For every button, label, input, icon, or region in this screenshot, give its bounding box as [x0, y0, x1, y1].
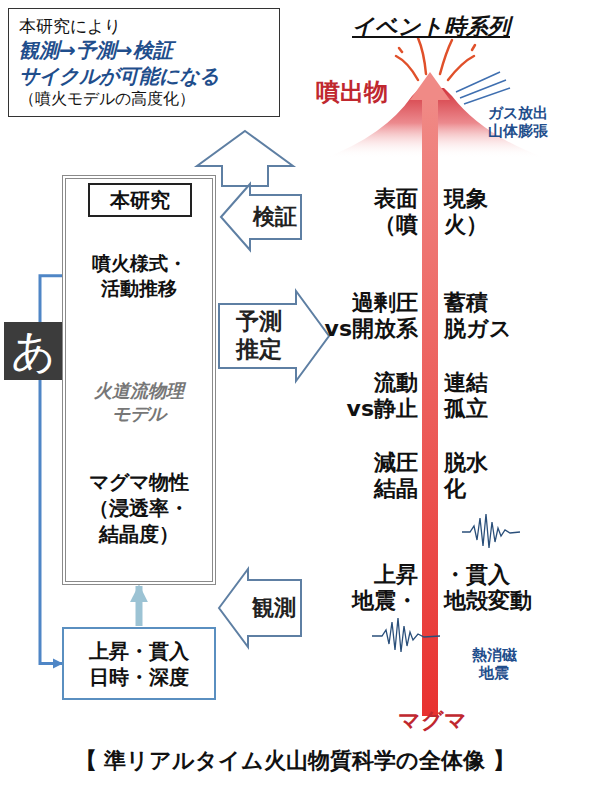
- arrow-outline: [221, 184, 301, 250]
- magma-arrow-head: [410, 72, 450, 100]
- intrusion-box: 上昇・貫入 日時・深度: [62, 627, 216, 700]
- eruption-style-text: 噴火様式・ 活動推移: [66, 251, 212, 300]
- stage-right: 蓄積 脱ガス: [444, 290, 516, 343]
- magma-property-text: マグマ物性 （浸透率・ 結晶度）: [66, 469, 212, 547]
- predict-arrow: 予測 推定: [218, 290, 330, 382]
- node-text: 上昇・貫入 日時・深度: [69, 638, 209, 690]
- conduit-model-text: 火道流物理 モデル: [74, 379, 204, 426]
- connector: [136, 586, 143, 626]
- ejecta: [396, 38, 475, 80]
- demagnetization-label: 熱消磁 地震: [468, 646, 520, 682]
- stage-left: 上昇 地震・: [346, 562, 418, 615]
- ejecta-label: 噴出物: [316, 78, 388, 107]
- stage-right: 脱水 化: [444, 450, 496, 503]
- stage-left: 減圧 結晶: [366, 450, 418, 503]
- magma-arrow-shaft: [422, 96, 438, 716]
- gas-lines: [456, 72, 510, 104]
- stage-right: 連結 孤立: [444, 370, 496, 423]
- timeline-heading: イベント時系列: [352, 14, 510, 40]
- node-text: 火道流物理 モデル: [74, 379, 204, 426]
- research-box: 本研究噴火様式・ 活動推移火道流物理 モデルマグマ物性 （浸透率・ 結晶度）: [62, 175, 216, 585]
- arrow-outline: [219, 291, 329, 381]
- summary-box: 本研究により観測→予測→検証 サイクルが可能になる（噴火モデルの高度化）: [8, 8, 280, 117]
- node-text: 検証: [253, 203, 297, 232]
- stage-right: 現象 火）: [444, 186, 496, 239]
- seismogram: [462, 514, 520, 548]
- verify-arrow: 検証: [220, 183, 302, 251]
- gas-label: ガス放出 山体膨張: [486, 104, 550, 140]
- node-text: 噴火様式・ 活動推移: [66, 251, 212, 300]
- magma-label: マグマ: [398, 708, 467, 734]
- stage-left: 流動 vs静止: [346, 370, 418, 423]
- node-text: （噴火モデルの高度化）: [19, 89, 269, 110]
- stage-left: 過剰圧 vs開放系: [324, 290, 418, 343]
- arrow-outline: [219, 569, 301, 647]
- stage-left: 表面 （噴: [366, 186, 418, 239]
- caption: 【 準リアルタイム火山物質科学の全体像 】: [0, 748, 590, 774]
- node-text: 予測 推定: [231, 308, 286, 363]
- node-text: 観測: [252, 594, 296, 623]
- seismogram: [372, 618, 440, 652]
- node-text: 本研究により: [19, 15, 269, 37]
- observe-arrow: 観測: [218, 568, 302, 648]
- watermark-icon: あ: [4, 322, 62, 380]
- node-text: 観測→予測→検証 サイクルが可能になる: [19, 37, 269, 89]
- node-text: 本研究: [88, 183, 192, 217]
- node-text: マグマ物性 （浸透率・ 結晶度）: [66, 469, 212, 547]
- stage-right: ・貫入 地殻変動: [444, 562, 538, 615]
